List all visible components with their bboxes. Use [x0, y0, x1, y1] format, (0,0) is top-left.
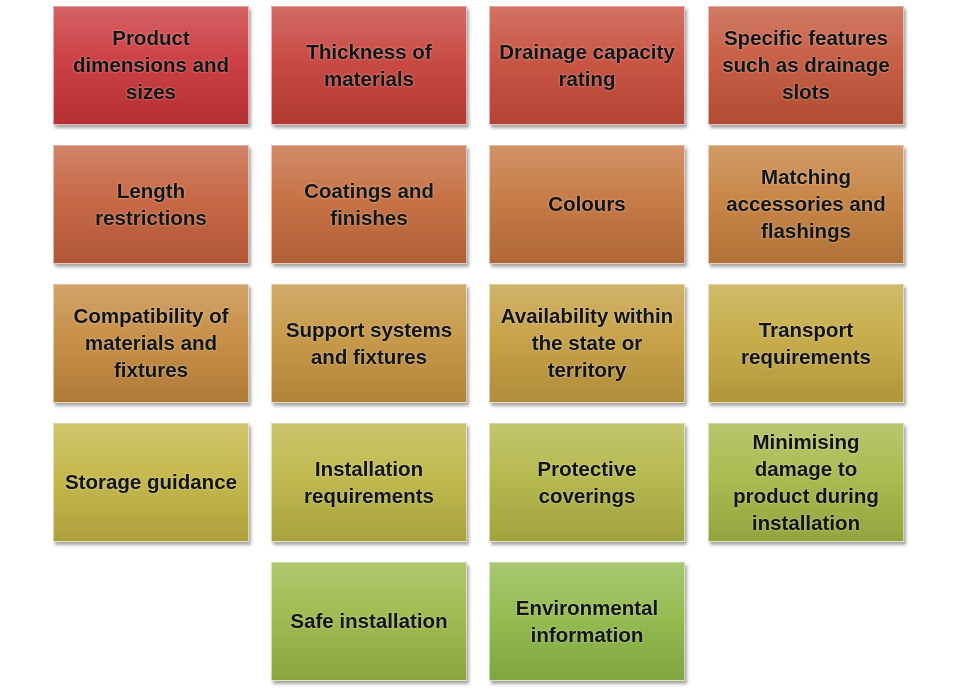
tile-label: Thickness of materials [306, 40, 432, 91]
tile-length-restrictions: Length restrictions [53, 145, 249, 264]
tile-label: Length restrictions [95, 179, 207, 230]
tile-label: Product dimensions and sizes [72, 27, 230, 104]
tile-label: Specific features such as drainage slots [722, 27, 890, 104]
tile-storage-guidance: Storage guidance [53, 423, 249, 542]
tile-transport-requirements: Transport requirements [708, 284, 904, 403]
tile-label: Colours [548, 193, 626, 216]
tile-protective-coverings: Protective coverings [489, 423, 685, 542]
tile-safe-installation: Safe installation [271, 562, 467, 681]
tile-drainage-capacity: Drainage capacity rating [489, 6, 685, 125]
tile-thickness-of-materials: Thickness of materials [271, 6, 467, 125]
tile-label: Safe installation [290, 610, 448, 633]
tile-label: Minimising damage to product during inst… [733, 430, 879, 535]
tile-label: Protective coverings [537, 457, 637, 508]
tile-installation-requirements: Installation requirements [271, 423, 467, 542]
tile-coatings-finishes: Coatings and finishes [271, 145, 467, 264]
tile-compatibility: Compatibility of materials and fixtures [53, 284, 249, 403]
tile-label: Drainage capacity rating [499, 40, 675, 91]
tile-label: Availability within the state or territo… [500, 305, 674, 382]
tile-support-systems: Support systems and fixtures [271, 284, 467, 403]
tile-environmental-information: Environmental information [489, 562, 685, 681]
tile-label: Compatibility of materials and fixtures [73, 305, 229, 382]
tile-matching-accessories: Matching accessories and flashings [708, 145, 904, 264]
tile-label: Matching accessories and flashings [726, 166, 886, 243]
tile-label: Environmental information [515, 596, 659, 647]
tile-label: Transport requirements [741, 318, 871, 369]
tile-minimising-damage: Minimising damage to product during inst… [708, 423, 904, 542]
tile-specific-features: Specific features such as drainage slots [708, 6, 904, 125]
tile-availability: Availability within the state or territo… [489, 284, 685, 403]
tile-colours: Colours [489, 145, 685, 264]
tile-product-dimensions: Product dimensions and sizes [53, 6, 249, 125]
tile-label: Installation requirements [304, 457, 434, 508]
tile-label: Support systems and fixtures [285, 318, 453, 369]
tile-label: Storage guidance [64, 471, 237, 494]
tile-label: Coatings and finishes [304, 179, 434, 230]
